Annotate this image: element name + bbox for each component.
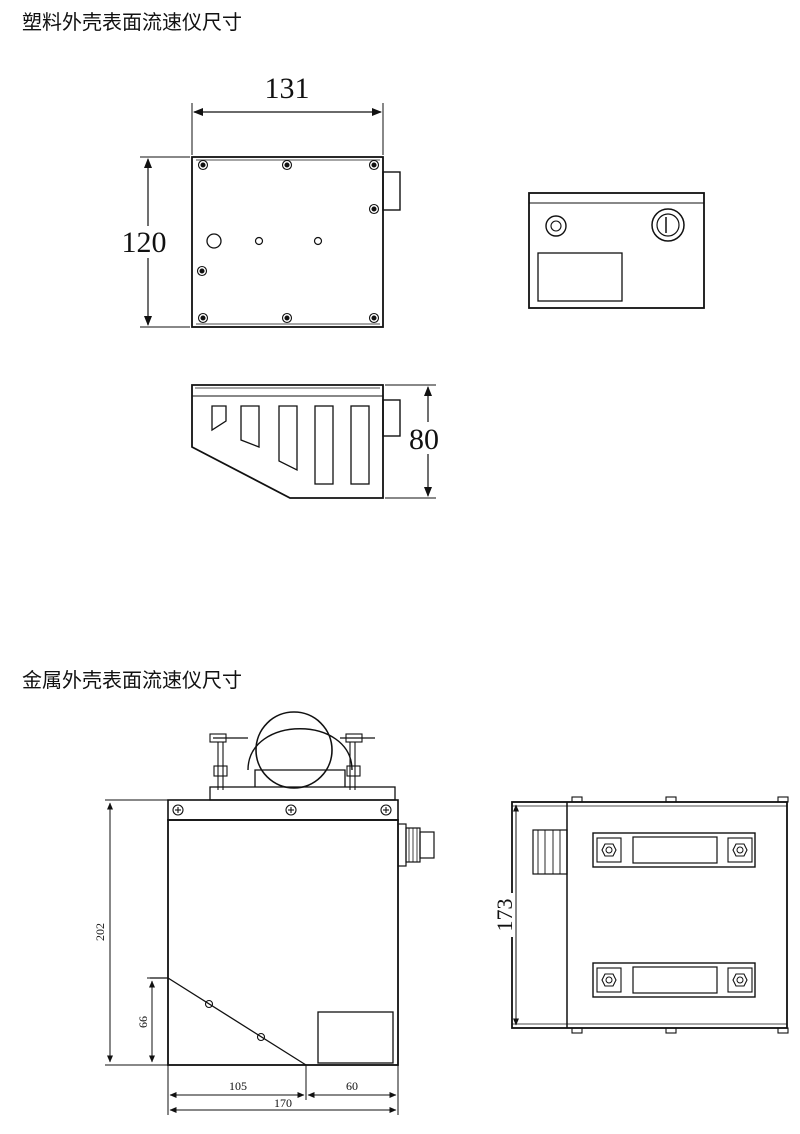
plastic-width-label: 131: [265, 72, 310, 105]
metal-base-left-label: 105: [229, 1079, 247, 1093]
metal-side-view: [511, 796, 789, 1034]
metal-base-right-label: 60: [346, 1079, 358, 1093]
metal-base-total-label: 170: [274, 1096, 292, 1110]
metal-section-title: 金属外壳表面流速仪尺寸: [22, 668, 242, 692]
plastic-front-view: [140, 103, 401, 328]
metal-lower-height-label: 66: [136, 1016, 150, 1028]
plastic-side-view: [191, 384, 436, 499]
plastic-section-title: 塑料外壳表面流速仪尺寸: [22, 10, 242, 34]
plastic-depth-label: 80: [409, 423, 439, 456]
plastic-top-view: [528, 192, 705, 309]
metal-height-label: 202: [93, 923, 107, 941]
metal-side-height-label: 173: [492, 899, 517, 932]
plastic-height-label: 120: [122, 226, 167, 259]
metal-front-view: [105, 711, 435, 1115]
